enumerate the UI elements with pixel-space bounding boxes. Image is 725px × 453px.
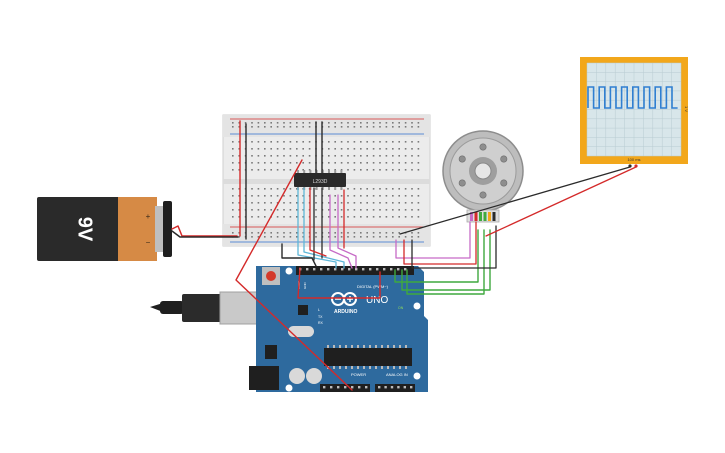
wire-scope-ground[interactable] [399, 166, 631, 235]
wire-input-1[interactable] [297, 187, 337, 269]
digital-label: DIGITAL (PWM~) [357, 284, 389, 289]
oscilloscope-side-label: 1 V [684, 106, 689, 112]
motor-encoder-leads [470, 212, 496, 221]
battery-voltage-label: 9V [74, 217, 96, 242]
power-jack[interactable] [249, 366, 279, 390]
wire-input-2[interactable] [303, 187, 345, 269]
l-led-label: L [318, 308, 320, 312]
power-label: POWER [351, 372, 366, 377]
wire-motor-lead-black[interactable] [411, 225, 497, 269]
battery-9v[interactable]: 9V + − [37, 197, 172, 261]
wire-enable[interactable] [329, 194, 353, 269]
l293d-chip[interactable]: L293D [294, 170, 346, 190]
digital-header[interactable] [296, 266, 414, 275]
gnd-label: GND [303, 282, 307, 290]
chip-label: L293D [313, 179, 328, 185]
wire-encoder-vcc[interactable] [406, 229, 485, 295]
oscilloscope[interactable]: 1 V 100 ms [580, 57, 689, 168]
battery-minus-label: − [146, 238, 151, 247]
atmega-chip [324, 348, 412, 366]
tx-led-label: TX [318, 315, 323, 319]
wire-arduino-pin-red[interactable] [297, 267, 381, 299]
analog-label: ANALOG IN [386, 372, 408, 377]
motor-screws [458, 143, 508, 199]
on-led-label: ON [398, 306, 404, 310]
wire-enable-2[interactable] [337, 194, 357, 269]
dc-motor[interactable] [442, 130, 524, 223]
wire-scope-signal[interactable] [485, 166, 637, 237]
battery-plus-label: + [146, 212, 151, 221]
breadboard[interactable] [222, 114, 431, 247]
wire-arduino-ground[interactable] [281, 243, 317, 267]
wire-chip-out-a[interactable] [309, 187, 327, 257]
oscilloscope-waveform [587, 86, 678, 109]
arduino-brand: ARDUINO [334, 309, 357, 315]
arduino-uno[interactable]: UNO ARDUINO DIGITAL (PWM~) POWER ANALOG … [249, 266, 428, 392]
wires[interactable] [171, 120, 637, 391]
wire-motor-lead-red[interactable] [403, 221, 477, 265]
wire-battery-positive[interactable] [171, 225, 238, 237]
wire-5v-supply[interactable] [235, 159, 353, 391]
usb-cable[interactable] [150, 291, 267, 325]
arduino-logo-icon [331, 292, 357, 306]
arduino-model: UNO [366, 295, 388, 306]
wire-encoder-b[interactable] [401, 229, 491, 291]
reset-button[interactable] [266, 271, 276, 281]
wire-battery-negative[interactable] [171, 230, 239, 238]
wire-motor-lead-pink[interactable] [395, 221, 471, 259]
oscilloscope-grid [586, 62, 682, 157]
wire-encoder-a[interactable] [394, 229, 479, 283]
rx-led-label: RX [318, 321, 324, 325]
analog-header[interactable] [375, 384, 415, 392]
oscilloscope-bottom-label: 100 ms [627, 157, 640, 162]
